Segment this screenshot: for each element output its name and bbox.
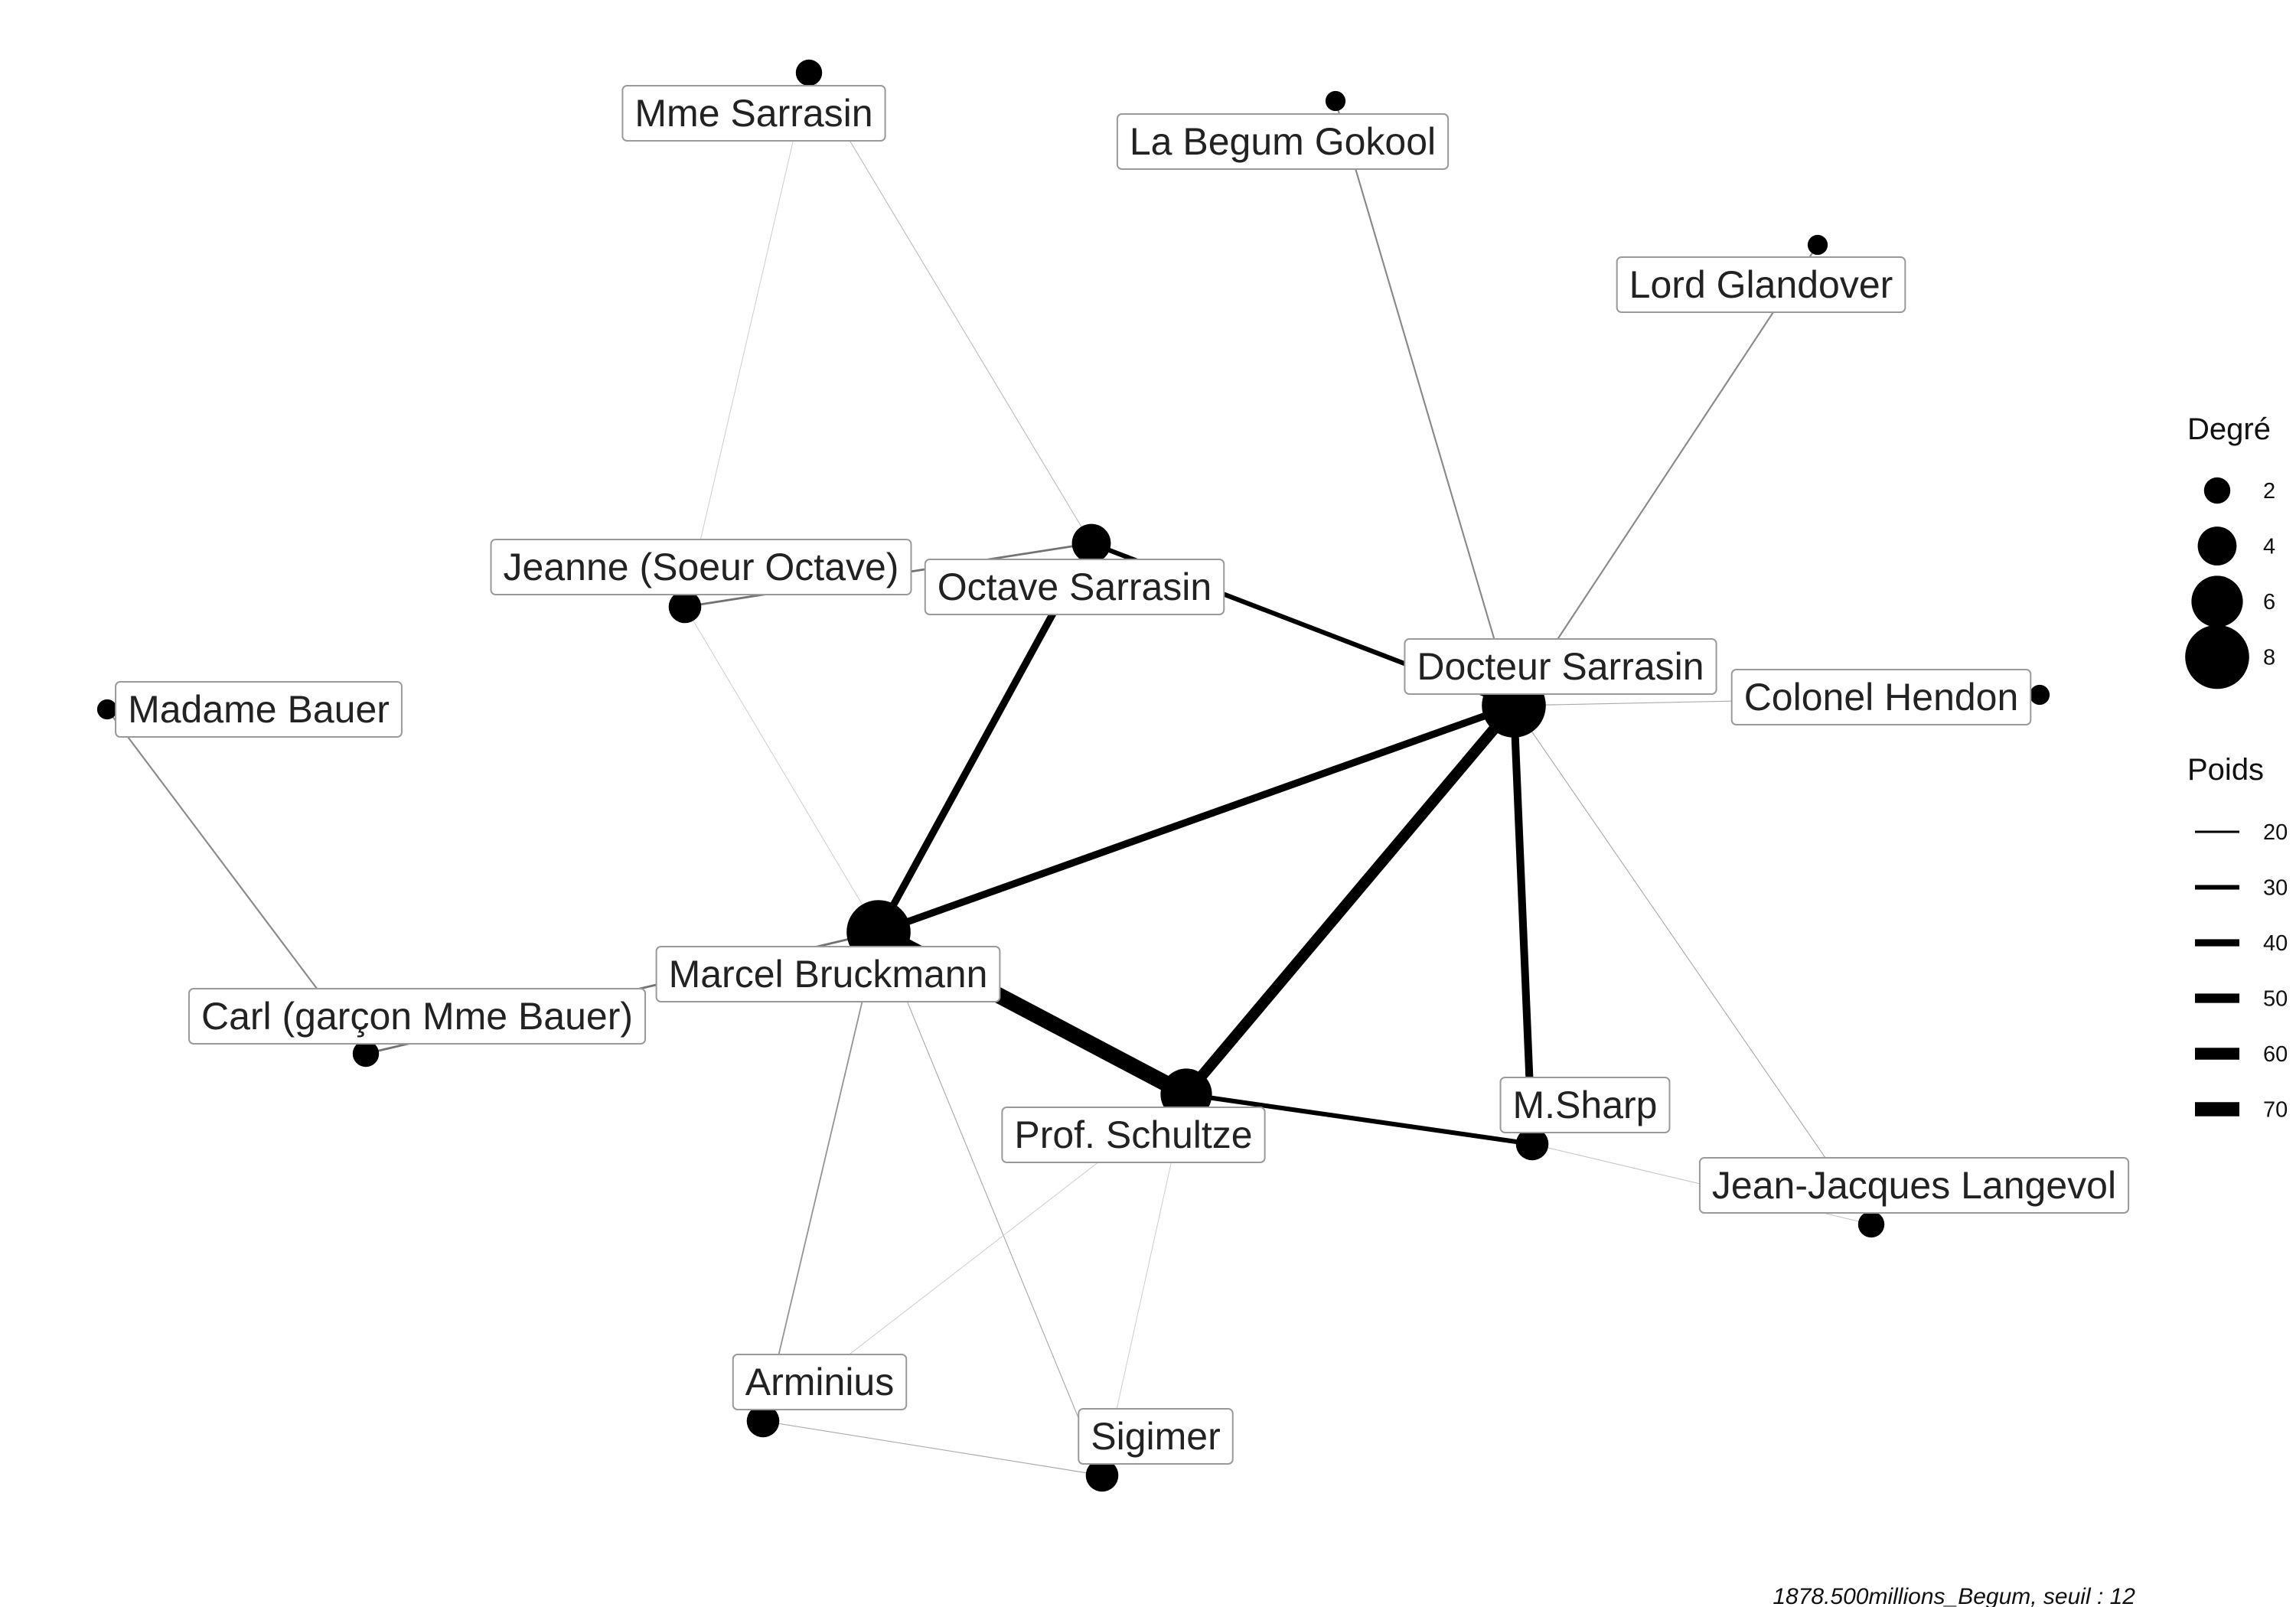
label-text: Mme Sarrasin: [634, 92, 872, 135]
node-label-mme_sarrasin: Mme Sarrasin: [621, 85, 886, 142]
legend-degree-label: 6: [2263, 590, 2275, 614]
node-label-sigimer: Sigimer: [1078, 1408, 1234, 1465]
edge-mme_sarrasin-octave: [808, 72, 1092, 544]
label-text: Jeanne (Soeur Octave): [504, 546, 899, 588]
node-label-begum: La Begum Gokool: [1116, 113, 1450, 170]
legend-weight-items: 20 30 40 50 60 70: [2195, 820, 2288, 1123]
node-label-langevol: Jean-Jacques Langevol: [1698, 1157, 2130, 1214]
legend-weight-label: 50: [2263, 987, 2288, 1012]
node-label-docteur: Docteur Sarrasin: [1404, 638, 1717, 695]
label-box: [188, 988, 647, 1045]
label-box: [1730, 669, 2032, 725]
label-box: [1698, 1157, 2130, 1214]
legend-weight-label: 20: [2263, 820, 2288, 845]
edge-schultze-sharp: [1186, 1091, 1533, 1147]
legend-weight-label: 70: [2263, 1098, 2288, 1123]
label-text: Madame Bauer: [128, 688, 390, 731]
label-text: M.Sharp: [1513, 1084, 1658, 1126]
label-text: Prof. Schultze: [1014, 1113, 1252, 1156]
edge-docteur-sharp: [1509, 705, 1537, 1145]
legend-weight-label: 60: [2263, 1042, 2288, 1067]
legend-weight-label: 30: [2263, 876, 2288, 901]
legend-degree-marker: [2197, 526, 2237, 566]
label-box: [490, 539, 912, 595]
label-text: La Begum Gokool: [1130, 120, 1436, 163]
node-glandover[interactable]: [1807, 234, 1828, 256]
label-box: [1616, 256, 1906, 313]
legend-degree-label: 2: [2263, 479, 2275, 504]
node-label-marcel: Marcel Bruckmann: [655, 946, 1001, 1002]
node-arminius[interactable]: [746, 1404, 780, 1438]
edge-mme_sarrasin-jeanne: [684, 72, 810, 608]
node-begum[interactable]: [1325, 90, 1346, 112]
edge-jeanne-marcel: [684, 606, 879, 933]
legend-degree-label: 4: [2263, 535, 2275, 559]
edge-docteur-schultze: [1182, 702, 1518, 1098]
node-langevol[interactable]: [1857, 1211, 1885, 1238]
node-carl[interactable]: [352, 1040, 380, 1068]
node-label-octave: Octave Sarrasin: [924, 559, 1225, 615]
legend-degree-marker: [2203, 477, 2231, 504]
label-box: [1404, 638, 1717, 695]
label-box: [621, 85, 886, 142]
node-label-sharp: M.Sharp: [1499, 1077, 1671, 1133]
node-label-carl: Carl (garçon Mme Bauer): [188, 988, 647, 1045]
label-text: Colonel Hendon: [1744, 676, 2019, 719]
legend-degree-items: 2 4 6 8: [2185, 477, 2275, 689]
label-text: Lord Glandover: [1629, 263, 1893, 306]
node-octave[interactable]: [1071, 523, 1111, 563]
label-box: [1499, 1077, 1671, 1133]
label-text: Carl (garçon Mme Bauer): [201, 995, 633, 1038]
node-hendon[interactable]: [2029, 684, 2050, 706]
label-box: [1078, 1408, 1234, 1465]
legend-weight-title: Poids: [2187, 753, 2264, 787]
edge-marcel-sigimer: [878, 931, 1103, 1476]
legend-weight-label: 40: [2263, 931, 2288, 956]
legend-degree-marker: [2191, 575, 2243, 627]
legend: Degré 2 4 6 8 Poids 20 30 40 50 60 70: [2185, 412, 2288, 1123]
label-text: Marcel Bruckmann: [669, 953, 988, 996]
label-text: Octave Sarrasin: [938, 566, 1212, 608]
node-label-arminius: Arminius: [732, 1354, 908, 1410]
label-text: Jean-Jacques Langevol: [1712, 1164, 2116, 1207]
edge-docteur-marcel: [877, 702, 1515, 936]
label-text: Sigimer: [1091, 1415, 1220, 1458]
edge-glandover-docteur: [1513, 244, 1818, 706]
node-label-schultze: Prof. Schultze: [1001, 1107, 1266, 1163]
label-text: Arminius: [745, 1361, 894, 1403]
label-box: [1001, 1107, 1266, 1163]
label-box: [1116, 113, 1450, 170]
edge-docteur-langevol: [1513, 705, 1872, 1225]
node-madame_bauer[interactable]: [96, 699, 118, 720]
label-box: [732, 1354, 908, 1410]
node-label-madame_bauer: Madame Bauer: [115, 681, 403, 738]
edge-begum-docteur: [1334, 100, 1515, 706]
legend-degree-marker: [2185, 624, 2249, 689]
legend-degree-label: 8: [2263, 646, 2275, 670]
caption: 1878.500millions_Begum, seuil : 12: [1773, 1584, 2135, 1607]
node-sharp[interactable]: [1515, 1127, 1549, 1161]
legend-degree-title: Degré: [2187, 412, 2271, 446]
node-sigimer[interactable]: [1085, 1459, 1119, 1492]
label-text: Docteur Sarrasin: [1417, 645, 1704, 688]
edge-arminius-sigimer: [762, 1420, 1103, 1476]
node-label-jeanne: Jeanne (Soeur Octave): [490, 539, 912, 595]
node-label-hendon: Colonel Hendon: [1730, 669, 2032, 725]
node-label-glandover: Lord Glandover: [1616, 256, 1906, 313]
node-jeanne[interactable]: [668, 590, 702, 624]
label-box: [655, 946, 1001, 1002]
label-box: [924, 559, 1225, 615]
edge-marcel-arminius: [762, 931, 879, 1422]
label-box: [115, 681, 403, 738]
node-mme_sarrasin[interactable]: [795, 59, 823, 86]
